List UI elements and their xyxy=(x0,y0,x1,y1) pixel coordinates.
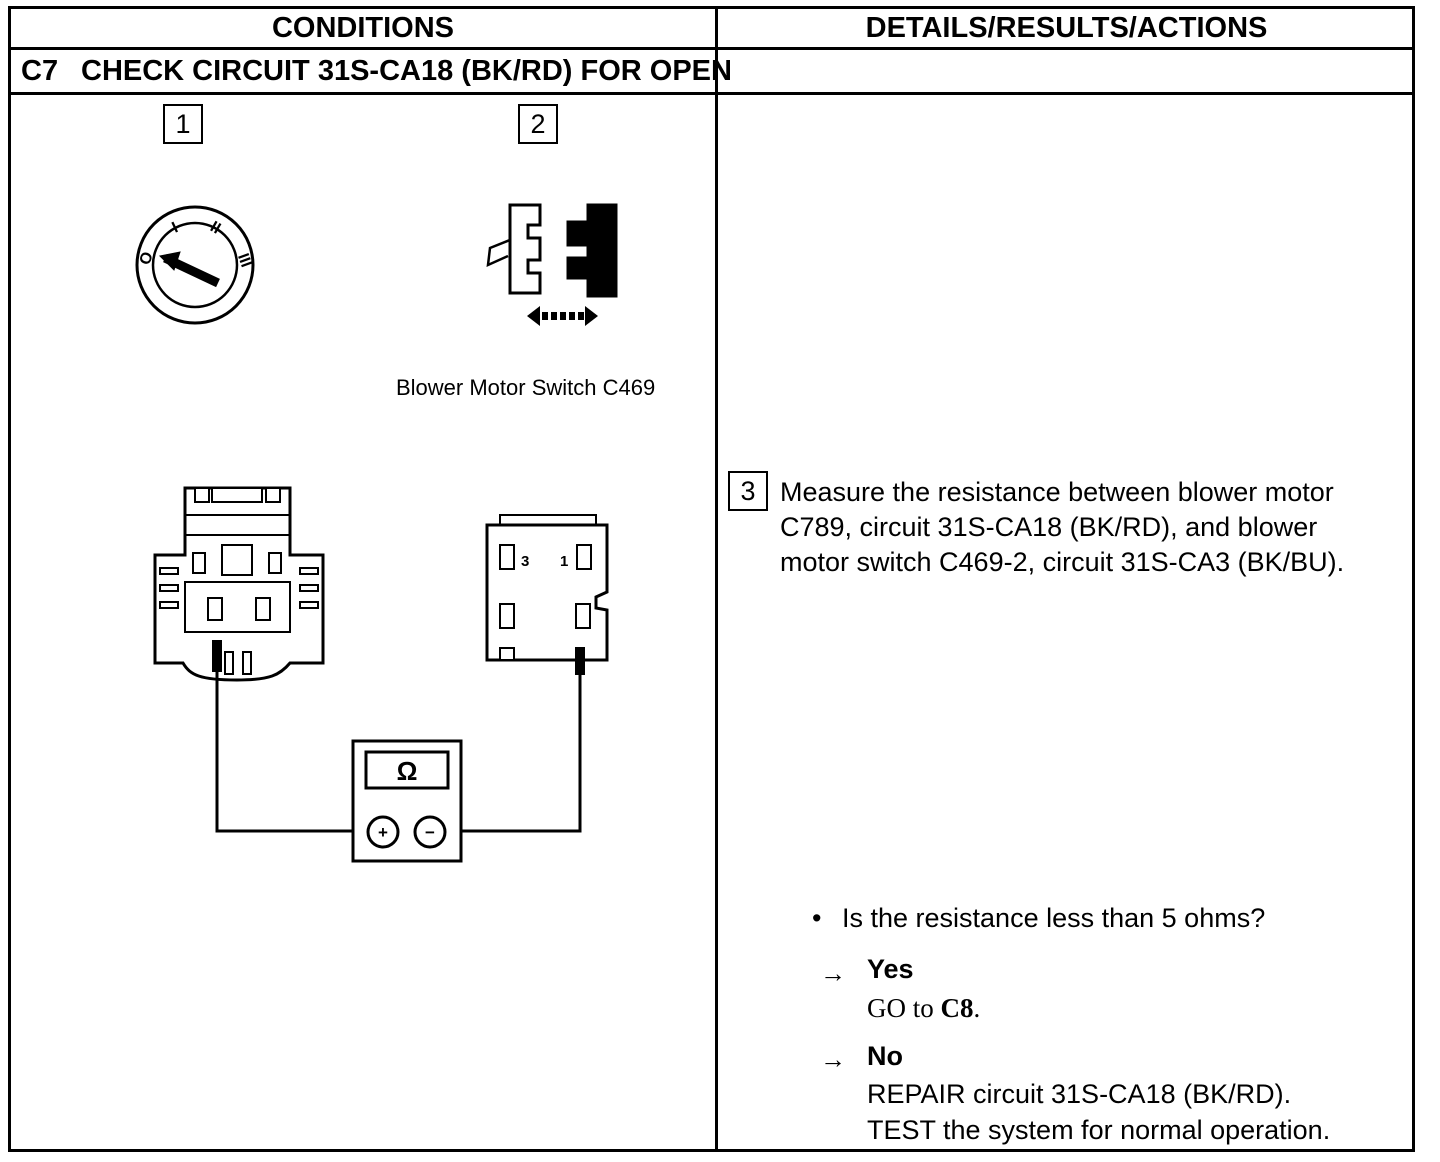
yes-label: Yes xyxy=(867,954,914,984)
plus-terminal: + xyxy=(378,823,388,842)
key-position-0: O xyxy=(137,250,157,268)
step-code: C7 xyxy=(21,54,59,87)
connector-disconnect-icon xyxy=(486,203,618,326)
figure-box-1: 1 xyxy=(163,104,203,144)
switch-pin-1: 1 xyxy=(560,553,568,570)
column-divider xyxy=(715,9,718,1152)
yes-action-target[interactable]: C8 xyxy=(940,993,974,1023)
blower-motor-connector-icon xyxy=(153,486,325,682)
blower-switch-connector-icon xyxy=(485,514,609,662)
header-divider xyxy=(11,47,1414,50)
no-action-line1: REPAIR circuit 31S-CA18 (BK/RD). xyxy=(867,1079,1292,1109)
ohmmeter-icon xyxy=(351,739,463,863)
no-arrow-icon: → xyxy=(820,1044,846,1074)
yes-action-prefix: GO to xyxy=(867,993,941,1023)
diagnostic-table: CONDITIONS DETAILS/RESULTS/ACTIONS C7 CH… xyxy=(8,6,1415,1152)
ignition-switch-icon xyxy=(135,205,255,325)
question-text: Is the resistance less than 5 ohms? xyxy=(842,903,1266,933)
meter-leads xyxy=(215,672,582,833)
probe-tip-right xyxy=(575,647,585,675)
switch-pin-3: 3 xyxy=(521,553,529,570)
minus-terminal: − xyxy=(425,823,435,842)
ohm-symbol: Ω xyxy=(397,756,418,786)
connector-label: Blower Motor Switch C469 xyxy=(396,375,656,400)
figure-box-2: 2 xyxy=(518,104,558,144)
conditions-header: CONDITIONS xyxy=(271,11,455,44)
yes-arrow-icon: → xyxy=(820,958,846,988)
yes-action-suffix: . xyxy=(973,993,981,1023)
question: • Is the resistance less than 5 ohms? xyxy=(812,903,1265,934)
yes-action: GO to C8. xyxy=(867,990,980,1026)
no-label: No xyxy=(867,1041,903,1071)
step-title-text: CHECK CIRCUIT 31S-CA18 (BK/RD) FOR OPEN xyxy=(81,54,732,87)
no-action-line2: TEST the system for normal operation. xyxy=(867,1115,1331,1145)
key-position-2: II xyxy=(207,219,223,238)
step-number-box: 3 xyxy=(728,471,768,511)
details-header: DETAILS/RESULTS/ACTIONS xyxy=(865,11,1268,44)
step-instruction: Measure the resistance between blower mo… xyxy=(780,477,1345,577)
bullet-icon: • xyxy=(812,903,822,933)
step-divider xyxy=(11,92,1414,95)
key-position-1: I xyxy=(169,219,180,236)
step-title: C7 CHECK CIRCUIT 31S-CA18 (BK/RD) FOR OP… xyxy=(21,50,732,92)
probe-tip-left xyxy=(212,640,222,672)
key-position-3: III xyxy=(234,251,255,269)
